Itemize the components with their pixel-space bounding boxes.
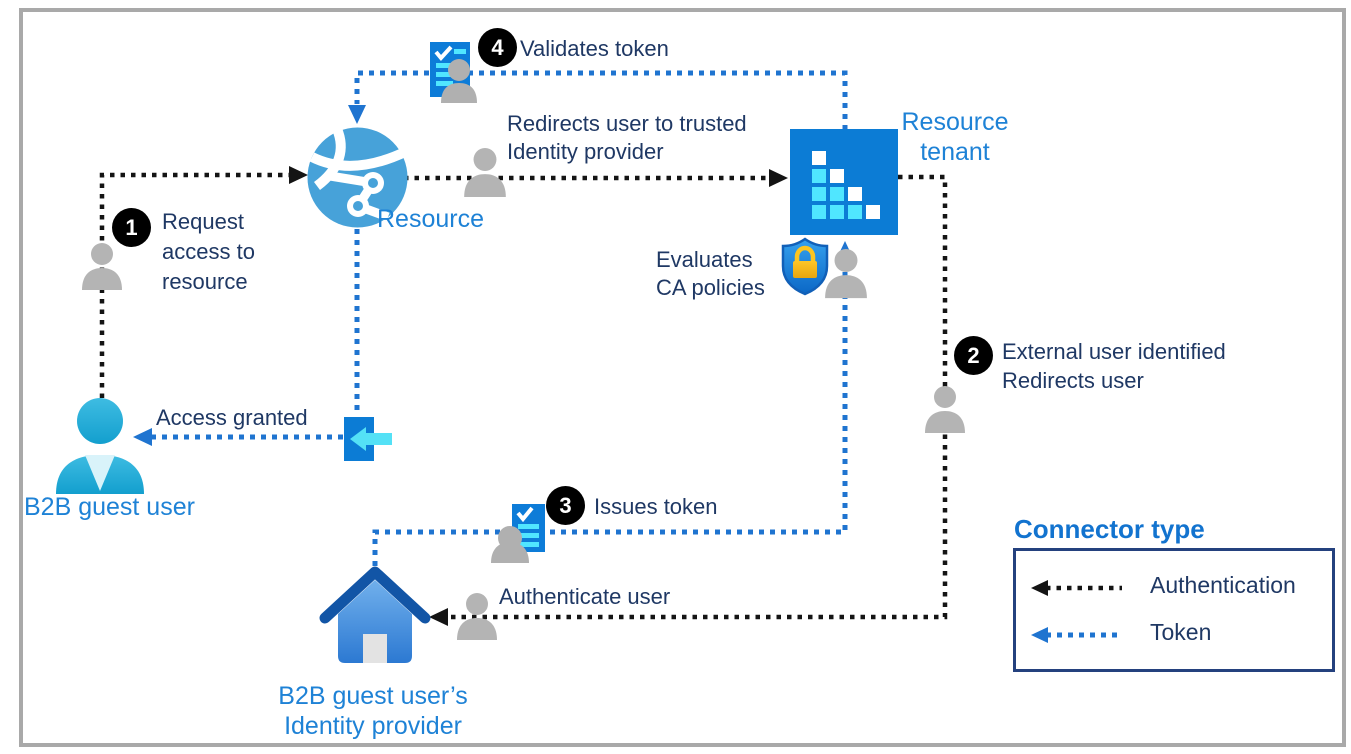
user-icon-request	[82, 243, 122, 290]
token-document-icon-bottom	[491, 504, 545, 563]
step-3-badge: 3	[546, 486, 585, 525]
redirects-user-label: Redirects user to trusted Identity provi…	[507, 111, 747, 164]
user-icon-redirect	[464, 148, 506, 197]
connector-auth-request-access	[99, 172, 290, 398]
legend-token-label: Token	[1150, 619, 1212, 645]
step-4-badge: 4	[478, 28, 517, 67]
step-1-badge: 1	[112, 208, 151, 247]
step-3-number: 3	[559, 492, 572, 518]
arrowhead-request-access	[289, 166, 308, 184]
step-4-text: Validates token	[520, 36, 669, 61]
user-icon-authenticate	[457, 593, 497, 640]
resource-tenant-label: Resource tenant	[901, 108, 1009, 166]
legend-box	[1013, 548, 1335, 672]
step-2-text: External user identified Redirects user	[1002, 339, 1226, 393]
step-2-badge: 2	[954, 336, 993, 375]
legend-authentication-label: Authentication	[1150, 572, 1296, 598]
connector-token-issues	[372, 260, 848, 566]
b2b-guest-user-icon	[56, 398, 144, 494]
signin-door-icon	[344, 417, 392, 461]
b2b-guest-user-label: B2B guest user	[24, 493, 195, 521]
step-4-number: 4	[491, 34, 504, 60]
authenticate-user-label: Authenticate user	[499, 584, 671, 609]
resource-tenant-icon	[790, 129, 898, 235]
identity-provider-label: B2B guest user’s Identity provider	[278, 682, 468, 740]
resource-globe-icon	[307, 127, 409, 228]
arrowhead-validates-token	[348, 105, 366, 124]
connector-token-validates	[354, 70, 848, 130]
legend-auth-arrowhead	[1031, 580, 1048, 596]
outer-frame	[19, 8, 1346, 747]
user-icon-ca-policies	[825, 248, 867, 299]
step-1-text: Request access to resource	[162, 209, 255, 294]
legend-title: Connector type	[1014, 514, 1205, 544]
legend-token-arrowhead	[1031, 627, 1048, 643]
arrowhead-authenticate	[429, 608, 448, 626]
resource-label: Resource	[377, 205, 484, 233]
access-granted-label: Access granted	[156, 405, 308, 430]
arrowhead-access-granted	[133, 428, 152, 446]
shield-lock-icon	[781, 237, 829, 296]
step-2-number: 2	[967, 342, 980, 368]
identity-provider-house-icon	[319, 566, 431, 663]
step-1-number: 1	[125, 214, 138, 240]
step-3-text: Issues token	[594, 494, 718, 519]
token-document-icon-top	[430, 42, 477, 103]
arrowhead-redirect	[769, 169, 788, 187]
user-icon-external	[925, 386, 965, 433]
evaluates-ca-label: Evaluates CA policies	[656, 247, 765, 300]
